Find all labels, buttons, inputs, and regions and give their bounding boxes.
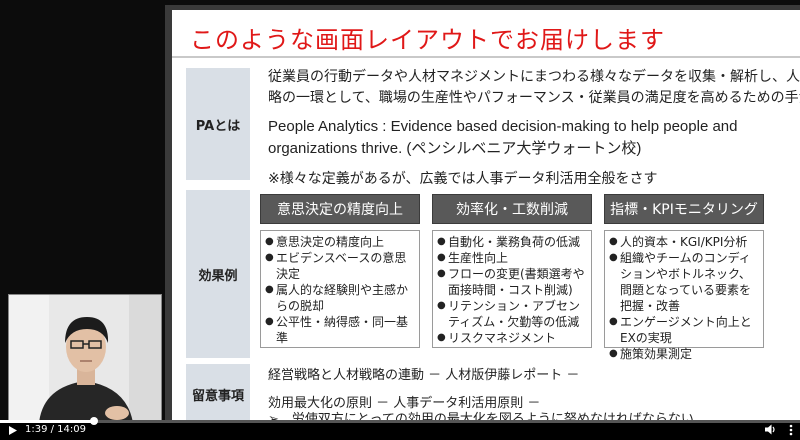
- row-label-pa: PAとは: [186, 68, 250, 180]
- video-controls: 1:39 / 14:09: [0, 417, 800, 440]
- list-item: エンゲージメント向上とEXの実現: [609, 314, 759, 346]
- volume-icon[interactable]: [765, 424, 777, 439]
- time-display: 1:39 / 14:09: [25, 424, 87, 435]
- note-line2: 効用最大化の原則 － 人事データ利活用原則 －: [268, 396, 541, 411]
- list-item: 公平性・納得感・同一基準: [265, 314, 415, 346]
- list-item: 自動化・業務負荷の低減: [437, 234, 587, 250]
- webcam-overlay: [8, 294, 162, 422]
- video-stage[interactable]: このような画面レイアウトでお届けします PAとは 効果例 留意事項 従業員の行動…: [0, 0, 800, 422]
- play-icon[interactable]: [9, 425, 17, 439]
- list-item: エビデンスベースの意思決定: [265, 250, 415, 282]
- pa-definition-line2: 略の一環として、職場の生産性やパフォーマンス・従業員の満足度を高めるための手法: [268, 90, 800, 106]
- list-decision-accuracy: 意思決定の精度向上 エビデンスベースの意思決定 属人的な経験則や主感からの脱却 …: [260, 230, 420, 348]
- slide-title-bar: このような画面レイアウトでお届けします: [172, 10, 800, 58]
- list-item: フローの変更(書類選考や面接時間・コスト削減): [437, 266, 587, 298]
- list-item: 組織やチームのコンディションやボトルネック、問題となっている要素を把握・改善: [609, 250, 759, 314]
- pa-english-line1: People Analytics : Evidence based decisi…: [268, 118, 738, 135]
- presentation-slide: このような画面レイアウトでお届けします PAとは 効果例 留意事項 従業員の行動…: [172, 10, 800, 420]
- presenter-image: [9, 295, 161, 421]
- category-efficiency: 効率化・工数削減: [432, 194, 592, 224]
- row-label-effects: 効果例: [186, 190, 250, 358]
- note-line1: 経営戦略と人材戦略の連動 － 人材版伊藤レポート －: [268, 368, 580, 383]
- row-label-notes: 留意事項: [186, 364, 250, 420]
- list-item: 人的資本・KGI/KPI分析: [609, 234, 759, 250]
- list-item: 属人的な経験則や主感からの脱却: [265, 282, 415, 314]
- more-icon[interactable]: [789, 424, 793, 440]
- pa-english-line2: organizations thrive. (ペンシルベニア大学ウォートン校): [268, 140, 642, 157]
- progress-fill: [0, 420, 94, 423]
- list-efficiency: 自動化・業務負荷の低減 生産性向上 フローの変更(書類選考や面接時間・コスト削減…: [432, 230, 592, 348]
- category-decision-accuracy: 意思決定の精度向上: [260, 194, 420, 224]
- list-item: 生産性向上: [437, 250, 587, 266]
- list-item: 施策効果測定: [609, 346, 759, 362]
- slide-title: このような画面レイアウトでお届けします: [190, 26, 665, 54]
- list-item: 意思決定の精度向上: [265, 234, 415, 250]
- list-item: リテンション・アブセンティズム・欠勤等の低減: [437, 298, 587, 330]
- pa-definition-line1: 従業員の行動データや人材マネジメントにまつわる様々なデータを収集・解析し、人材戦: [268, 69, 800, 85]
- category-kpi-monitoring: 指標・KPIモニタリング: [604, 194, 764, 224]
- progress-scrubber[interactable]: [89, 417, 98, 425]
- note-line3: ➢ 労使双方にとっての効用の最大化を図るように努めなければならない: [268, 412, 694, 420]
- pa-note: ※様々な定義があるが、広義では人事データ利活用全般をさす: [268, 171, 658, 187]
- list-item: リスクマネジメント: [437, 330, 587, 346]
- progress-track[interactable]: [0, 417, 800, 425]
- list-kpi-monitoring: 人的資本・KGI/KPI分析 組織やチームのコンディションやボトルネック、問題と…: [604, 230, 764, 362]
